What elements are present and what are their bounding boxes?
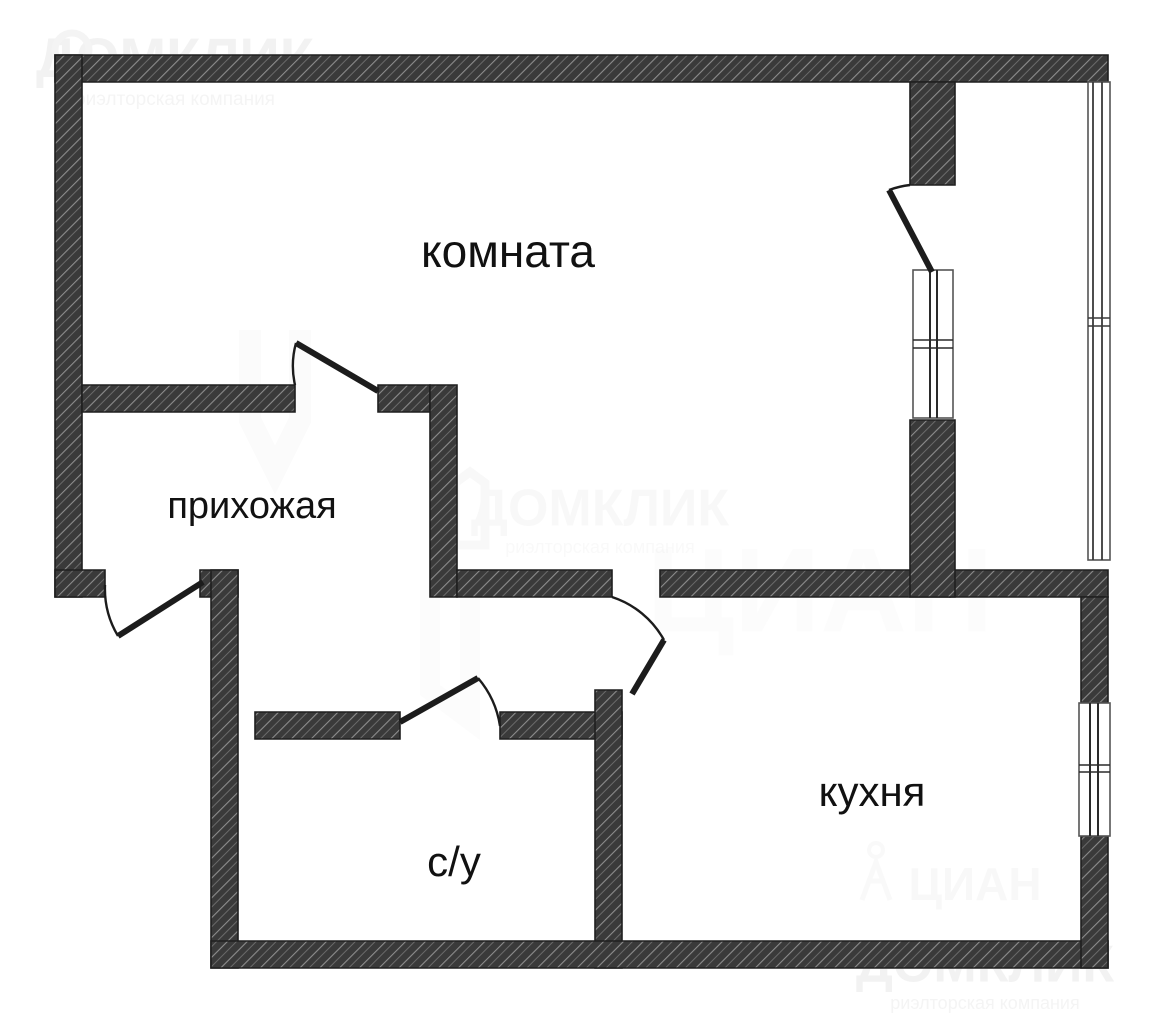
watermark-cian-icon (859, 854, 893, 901)
wall-balcony-divider-lower (909, 419, 956, 598)
watermark-ghost-mark-2-icon (420, 590, 480, 740)
watermark-cian-pin-icon (867, 841, 885, 859)
wall-kitchen-right-lower (1080, 835, 1109, 969)
watermark-domklik-center: ДОМКЛИК риэлторская компания (450, 466, 729, 557)
door-bathroom[interactable] (398, 675, 502, 727)
window-balcony-inner[interactable] (912, 269, 954, 419)
walls-layer (54, 54, 1109, 969)
wall-hall-room-divider (81, 384, 296, 413)
watermark-text-sub: риэлторская компания (505, 537, 694, 557)
wall-room-bottom-right (659, 569, 951, 598)
room-label-prihozhaya: прихожая (167, 485, 336, 527)
watermark-text-main: ЦИАН (908, 858, 1041, 910)
door-kitchen[interactable] (611, 595, 667, 696)
window-kitchen[interactable] (1078, 702, 1111, 837)
wall-bath-top-left (254, 711, 401, 740)
doors-layer (103, 183, 935, 727)
wall-room-bottom (456, 569, 613, 598)
watermark-text-sub: риэлторская компания (75, 89, 275, 110)
door-balcony[interactable] (886, 183, 935, 274)
windows-layer (912, 81, 1111, 837)
wall-balcony-divider-upper (909, 81, 956, 186)
window-balcony-outer[interactable] (1087, 81, 1111, 561)
room-label-komnata: комната (421, 225, 595, 277)
room-label-kuhnya: кухня (819, 768, 926, 815)
wall-bath-left (210, 569, 239, 969)
wall-kitchen-right-upper (1080, 596, 1109, 704)
wall-exterior-top (54, 54, 1109, 83)
door-entrance[interactable] (103, 579, 205, 639)
wall-exterior-bottom (210, 940, 1109, 969)
room-label-sanuzel: с/у (427, 838, 481, 885)
watermark-text-sub: риэлторская компания (890, 993, 1079, 1013)
room-labels-layer: комната прихожая кухня с/у (167, 225, 925, 885)
wall-hall-right (429, 384, 458, 598)
wall-hall-room-divider-right (377, 384, 431, 413)
door-room[interactable] (291, 340, 380, 394)
wall-exterior-left (54, 54, 83, 598)
wall-bath-right (594, 689, 623, 969)
watermark-cian: ЦИАН (859, 841, 1042, 910)
watermark-text-main: ДОМКЛИК (471, 480, 729, 538)
wall-hall-bottom-left (54, 569, 106, 598)
wall-kitchen-top (949, 569, 1109, 598)
